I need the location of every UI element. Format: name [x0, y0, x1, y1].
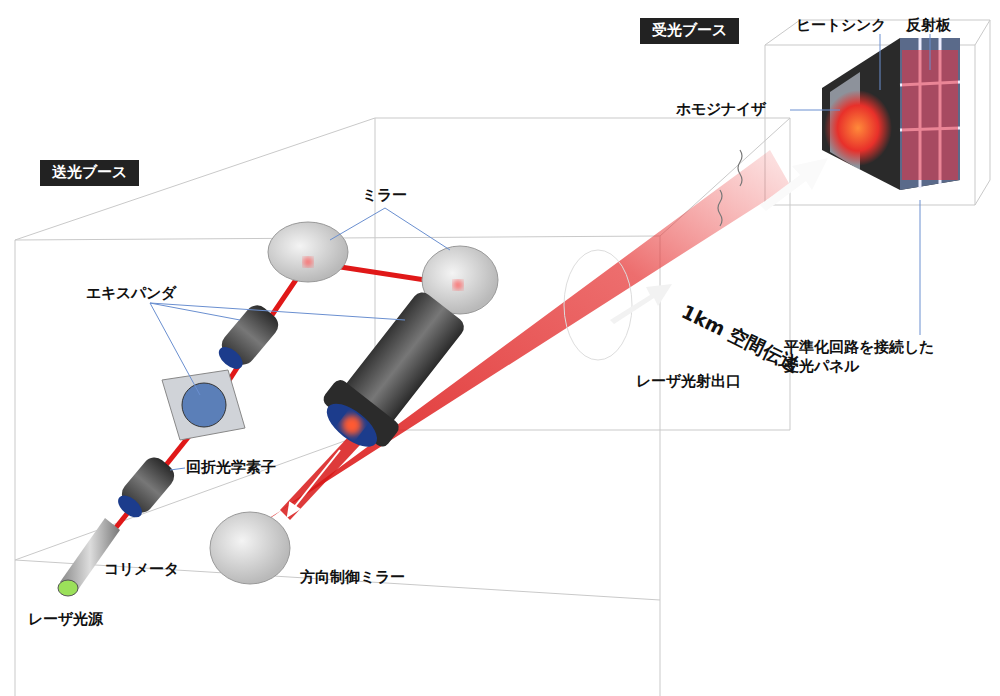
- part-label: エキスパンダ: [86, 284, 176, 303]
- laser-source: [58, 518, 120, 596]
- part-label: ミラー: [362, 186, 407, 205]
- laser-path: [90, 262, 458, 560]
- part-label: ホモジナイザ: [676, 100, 766, 119]
- part-label: ヒートシンク: [796, 16, 886, 35]
- direction-arrow: [760, 158, 828, 211]
- booth-tag: 送光ブース: [40, 160, 139, 186]
- receiver-panel: [822, 38, 960, 190]
- laser-beam: [235, 150, 790, 540]
- booth-name: 受光ブース: [652, 21, 727, 41]
- expander: [212, 300, 283, 375]
- diffractive-element: [162, 370, 245, 440]
- collimator: [112, 453, 179, 524]
- part-label: 反射板: [906, 16, 951, 35]
- part-label: 回折光学素子: [186, 458, 276, 477]
- part-label: レーザ光射出口: [636, 372, 741, 391]
- part-label: 方向制御ミラー: [300, 568, 405, 587]
- mirror: [268, 222, 498, 314]
- direction-arrow: [288, 445, 436, 520]
- booth-frame: [15, 118, 790, 696]
- part-label: コリメータ: [104, 560, 179, 579]
- expander: [312, 282, 476, 460]
- steering-mirror: [210, 512, 290, 584]
- direction-arrow: [610, 284, 672, 324]
- booth-tag: 受光ブース: [640, 18, 739, 44]
- part-label: レーザ光源: [28, 610, 103, 629]
- leader-line: [150, 34, 930, 470]
- part-label: 平準化回路を接続した 受光パネル: [784, 338, 954, 376]
- distance-mark: [718, 150, 742, 226]
- booth-name: 送光ブース: [52, 163, 127, 183]
